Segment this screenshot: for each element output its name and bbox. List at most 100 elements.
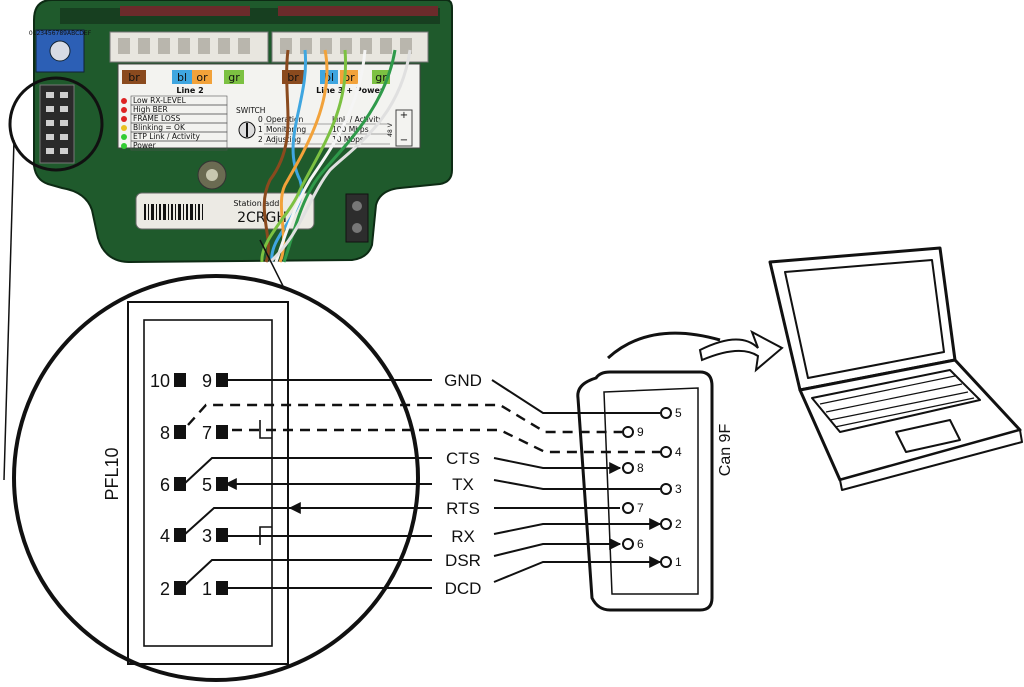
svg-text:or: or [196, 71, 208, 84]
svg-text:gr: gr [375, 71, 387, 84]
color-tags-right: br bl or gr [282, 70, 390, 84]
switch-row-value: 100 Mbps [332, 125, 369, 134]
pfl10-title: PFL10 [102, 447, 122, 500]
pfl10-pin-number: 7 [202, 423, 212, 443]
led-label: ETP Link / Activity [133, 132, 200, 141]
led-label: Low RX-LEVEL [133, 96, 187, 105]
db9-pin-number: 6 [637, 537, 644, 551]
switch-title: SWITCH [236, 106, 265, 115]
wire-dcd-tail [493, 556, 662, 583]
svg-text:bl: bl [177, 71, 187, 84]
terminal-block [345, 193, 369, 243]
led-label: FRAME LOSS [133, 114, 181, 123]
signal-label: DSR [445, 551, 481, 570]
signal-label: RTS [446, 499, 480, 518]
pfl10-pin-square [174, 581, 186, 595]
header-connector-right [271, 31, 429, 63]
pfl10-pin-number: 1 [202, 579, 212, 599]
signal-label: CTS [446, 449, 480, 468]
signal-wires [183, 379, 662, 589]
wire-8-dashed [187, 403, 622, 434]
pfl10-pin-number: 6 [160, 475, 170, 495]
led-label: Power [133, 141, 157, 150]
rotary-dial-icon: 0123456789ABCDEF [29, 29, 92, 73]
svg-text:br: br [128, 71, 140, 84]
svg-text:bl: bl [324, 71, 334, 84]
db9-pin-number: 2 [675, 517, 682, 531]
db9-pin-hole [660, 556, 672, 568]
signal-label: DCD [445, 579, 482, 598]
pfl10-pin-number: 5 [202, 475, 212, 495]
sticker-label: Station addr [233, 199, 283, 208]
pfl10-pin-square [174, 477, 186, 491]
db9-pin-number: 8 [637, 461, 644, 475]
zoom-source-circle [8, 76, 104, 172]
header-connector-left [109, 31, 269, 63]
db9-pin-number: 3 [675, 482, 682, 496]
laptop-icon [768, 246, 1023, 491]
pfl10-pin-number: 8 [160, 423, 170, 443]
wire-dsr [183, 559, 432, 587]
line3-label: Line 3 + Power [316, 86, 384, 95]
db9-pin-number: 9 [637, 425, 644, 439]
db9-pin-number: 1 [675, 555, 682, 569]
twisted-cable [260, 49, 412, 264]
db9-title: Can 9F [717, 424, 734, 477]
svg-text:+: + [400, 110, 408, 121]
wire-7-dashed [232, 428, 662, 454]
wire-cts-tail [493, 457, 622, 474]
pfl10-pin-number: 10 [150, 371, 170, 391]
db9-pin-number: 5 [675, 406, 682, 420]
db9-pin-hole [622, 462, 634, 474]
screw-icon [197, 160, 227, 190]
pcb-board: 0123456789ABCDEF br [29, 0, 453, 264]
sticker-code: 2CRGH [237, 210, 287, 226]
color-tags-left: br bl or gr [122, 70, 244, 84]
db9-pin-number: 7 [637, 501, 644, 515]
pfl10-header-on-board [39, 84, 75, 164]
svg-text:−: − [400, 135, 408, 146]
db9-pin-hole [660, 446, 672, 458]
pfl10-pin-square [216, 425, 228, 439]
pfl10-pin-square [174, 425, 186, 439]
wire-rts-head [183, 507, 432, 536]
wire-rx-tail [493, 518, 662, 535]
svg-text:48 V: 48 V [387, 122, 394, 137]
switch-row-num: 2 [258, 135, 263, 144]
pfl10-pin-square [174, 528, 186, 542]
pcb-top-pins [120, 6, 438, 16]
curved-arrow-icon [606, 329, 784, 373]
db9-pin-hole [622, 426, 634, 438]
db9-pin-hole [660, 518, 672, 530]
db9-pin-hole [622, 538, 634, 550]
switch-row-num: 1 [258, 125, 263, 134]
switch-row-name: Adjusting [266, 135, 301, 144]
db9-pin-hole [660, 407, 672, 419]
db9-pin-number: 4 [675, 445, 682, 459]
switch-row-name: Operation [266, 115, 304, 124]
db9-connector [576, 370, 714, 612]
dial-digits: 0123456789ABCDEF [29, 30, 92, 37]
pfl10-pin-number: 4 [160, 526, 170, 546]
db9-pins: 5 9 4 8 3 7 2 6 1 [622, 406, 682, 569]
pfl10-pin-number: 2 [160, 579, 170, 599]
wire-dsr-tail [493, 538, 622, 557]
signal-label: GND [444, 371, 482, 390]
pfl10-pin-number: 9 [202, 371, 212, 391]
db9-pin-hole [660, 483, 672, 495]
switch-row-value: 10 Mbps [332, 135, 364, 144]
wire-cts [183, 457, 432, 485]
svg-text:or: or [343, 71, 355, 84]
led-label: Blinking = OK [133, 123, 186, 132]
switch-row-num: 0 [258, 115, 263, 124]
line2-label: Line 2 [176, 86, 203, 95]
pfl10-pin-square [174, 373, 186, 387]
led-label: High BER [133, 105, 168, 114]
barcode-sticker: Station addr 2CRGH [135, 192, 315, 230]
power-terminal: + − 48 V [387, 109, 413, 147]
switch-row-value: Link / Activity [332, 115, 383, 124]
